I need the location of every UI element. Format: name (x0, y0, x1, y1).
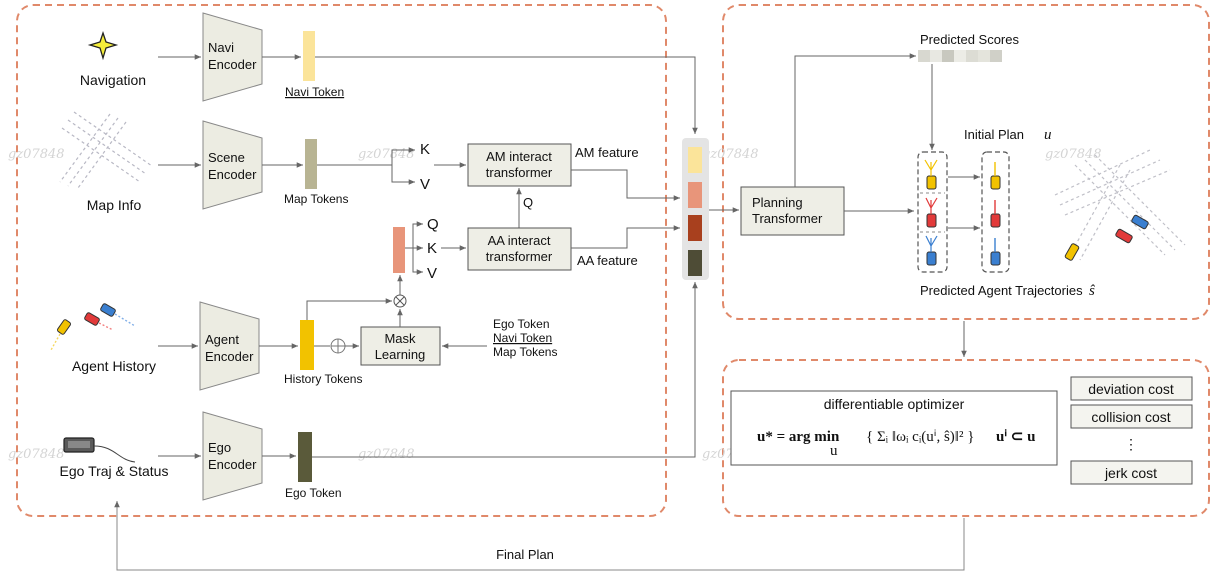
svg-text:Transformer: Transformer (752, 211, 823, 226)
agent-cars-icon (50, 303, 136, 351)
k-label: K (427, 240, 437, 257)
am-feature-label: AM feature (575, 145, 639, 160)
feature-stack (682, 138, 709, 280)
predicted-scores-label: Predicted Scores (920, 32, 1019, 47)
ego-traj-label: Ego Traj & Status (60, 463, 169, 479)
initial-plan-trajectories (981, 151, 1010, 273)
cost-list: deviation cost collision cost ⋮ jerk cos… (1070, 376, 1193, 485)
arrow (306, 298, 392, 320)
svg-text:AM interact: AM interact (486, 149, 552, 164)
svg-text:Planning: Planning (752, 195, 803, 210)
ego-token (298, 432, 312, 482)
multiply-node (393, 294, 407, 308)
map-tokens-label: Map Tokens (284, 192, 348, 206)
navigation-label: Navigation (80, 72, 146, 88)
initial-plan-var: u (1044, 127, 1052, 143)
watermark: gz07848 (8, 447, 65, 462)
arrow (412, 221, 423, 248)
arrow (794, 53, 916, 187)
navigation-star-icon (87, 30, 119, 61)
watermark: gz07848 (1045, 147, 1102, 162)
mask-input-ego: Ego Token (493, 317, 550, 331)
svg-text:deviation cost: deviation cost (1088, 381, 1174, 397)
left-panel-border (16, 4, 667, 517)
arrow (391, 165, 415, 185)
agent-history-label: Agent History (72, 358, 156, 374)
planning-transformer: Planning Transformer (740, 186, 845, 236)
svg-text:Mask: Mask (384, 331, 416, 346)
predicted-scores-bar (918, 50, 1002, 62)
ego-car-window (68, 441, 90, 448)
watermark: gz07848 (8, 147, 65, 162)
final-plan-label: Final Plan (496, 547, 554, 562)
svg-text:Encoder: Encoder (208, 57, 257, 72)
add-node (330, 338, 346, 354)
v-label-top: V (420, 176, 430, 193)
planning-panel-border (722, 4, 1210, 320)
watermark: gz07848 (358, 147, 415, 162)
watermark: gz07848 (358, 447, 415, 462)
predicted-traj-var: ŝ (1089, 283, 1095, 299)
svg-text:⋮: ⋮ (1124, 436, 1138, 452)
arrow (391, 147, 415, 165)
v-label: V (427, 265, 437, 282)
svg-text:AA interact: AA interact (488, 233, 551, 248)
svg-text:jerk cost: jerk cost (1104, 465, 1157, 481)
svg-text:u* = arg min: u* = arg min (757, 429, 840, 445)
initial-plan-label: Initial Plan (964, 127, 1024, 142)
svg-text:Encoder: Encoder (208, 167, 257, 182)
arrow (315, 56, 698, 134)
q-label-mid: Q (523, 195, 533, 210)
scene-illustration (1054, 149, 1186, 261)
mask-input-map: Map Tokens (493, 345, 557, 359)
qkv-token (393, 227, 405, 273)
arrow (571, 225, 680, 249)
svg-text:Scene: Scene (208, 150, 245, 165)
predicted-traj-label: Predicted Agent Trajectories (920, 283, 1083, 298)
candidate-trajectories (917, 151, 948, 273)
arrow (571, 169, 680, 201)
svg-text:u: u (830, 443, 838, 459)
svg-text:Ego: Ego (208, 440, 231, 455)
aa-interact-transformer: AA interact transformer (467, 227, 572, 271)
svg-text:Agent: Agent (205, 332, 239, 347)
map-lanes-icon (59, 111, 153, 189)
watermark: gz07848 (702, 147, 759, 162)
svg-text:differentiable optimizer: differentiable optimizer (824, 396, 965, 412)
map-tokens (305, 139, 317, 189)
mask-input-navi: Navi Token (493, 331, 552, 345)
svg-text:{ Σᵢ ‖ωᵢ cᵢ(uⁱ, ŝ)‖² }: { Σᵢ ‖ωᵢ cᵢ(uⁱ, ŝ)‖² } (866, 429, 974, 445)
ego-encoder: Ego Encoder (202, 411, 263, 501)
k-label-top: K (420, 141, 430, 158)
final-plan-arrow (114, 501, 965, 571)
scene-encoder: Scene Encoder (202, 120, 263, 210)
aa-feature-label: AA feature (577, 253, 638, 268)
navi-encoder: Navi Encoder (202, 12, 263, 102)
arrow (412, 248, 423, 275)
svg-text:Learning: Learning (375, 347, 426, 362)
am-interact-transformer: AM interact transformer (467, 143, 572, 187)
optimizer-panel-border (722, 359, 1210, 517)
history-tokens-label: History Tokens (284, 372, 362, 386)
differentiable-optimizer: differentiable optimizer u* = arg min u … (730, 390, 1058, 466)
svg-text:collision cost: collision cost (1091, 409, 1170, 425)
q-label: Q (427, 216, 439, 233)
history-tokens (300, 320, 314, 370)
svg-text:Encoder: Encoder (208, 457, 257, 472)
arrow (312, 282, 698, 458)
map-info-label: Map Info (87, 197, 142, 213)
svg-text:uⁱ ⊂ u: uⁱ ⊂ u (996, 429, 1035, 445)
mask-learning-block: Mask Learning (360, 326, 441, 366)
ego-token-label: Ego Token (285, 486, 342, 500)
svg-text:Navi: Navi (208, 40, 234, 55)
svg-text:transformer: transformer (486, 165, 553, 180)
navi-token-label: Navi Token (285, 85, 344, 99)
agent-encoder: Agent Encoder (199, 301, 260, 391)
svg-text:Encoder: Encoder (205, 349, 254, 364)
ego-traj-curve (93, 445, 136, 463)
svg-text:transformer: transformer (486, 249, 553, 264)
navi-token (303, 31, 315, 81)
